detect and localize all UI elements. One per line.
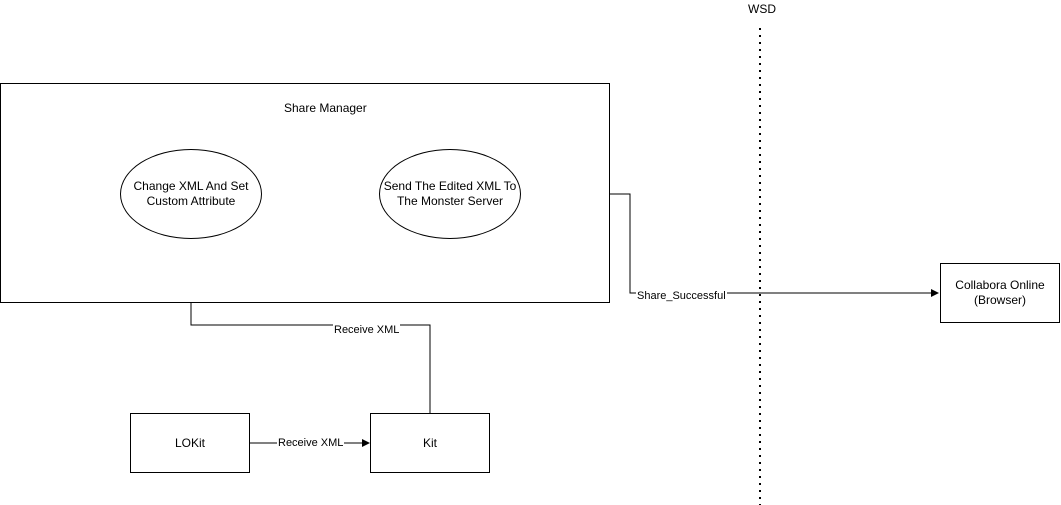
receive-xml-label-lower: Receive XML <box>277 437 345 450</box>
receive-xml-label-upper: Receive XML <box>333 324 401 337</box>
collabora-online-node[interactable]: Collabora Online (Browser) <box>940 263 1060 323</box>
send-xml-node[interactable]: Send The Edited XML To The Monster Serve… <box>379 149 521 239</box>
change-xml-node[interactable]: Change XML And Set Custom Attribute <box>120 149 262 239</box>
lokit-node[interactable]: LOKit <box>130 413 250 473</box>
kit-node[interactable]: Kit <box>370 413 490 473</box>
share-successful-label: Share_Successful <box>636 290 727 303</box>
wsd-label: WSD <box>748 2 776 16</box>
share-manager-title: Share Manager <box>284 101 367 115</box>
